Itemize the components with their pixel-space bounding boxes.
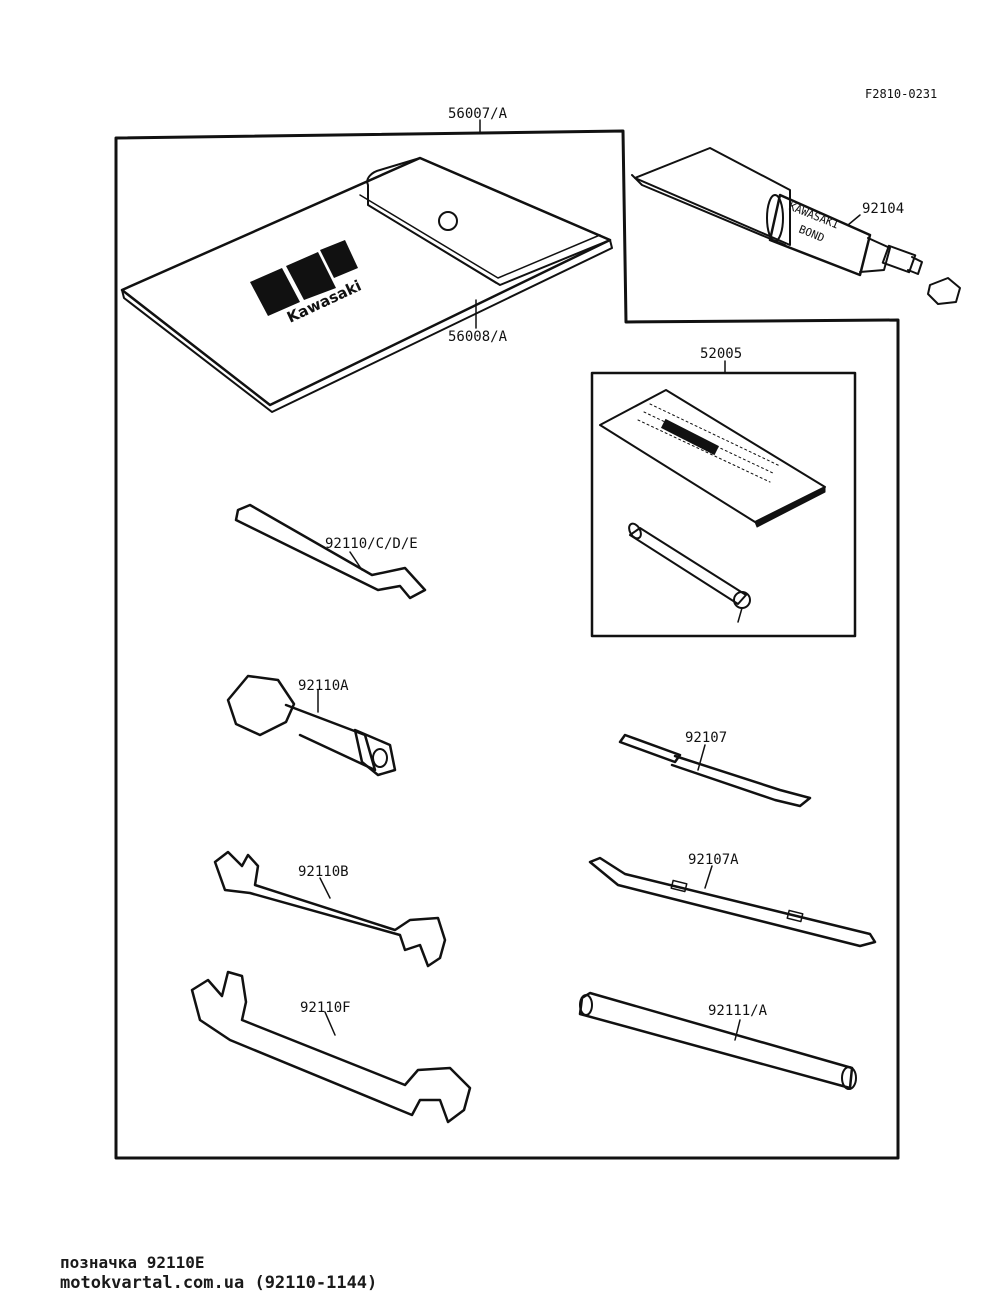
- manual-set-box: [590, 371, 857, 638]
- tool-cylinder-drawing: [628, 522, 751, 623]
- label-screwdriver-a: 92107A: [688, 852, 739, 868]
- bond-tube-text-2: BOND: [797, 223, 826, 245]
- label-manual-set: 52005: [700, 346, 742, 362]
- footer-caption: позначка 92110E: [60, 1253, 205, 1272]
- open-wrench-f-drawing: [190, 970, 472, 1124]
- label-wrench-b: 92110B: [298, 864, 349, 880]
- open-wrench-b-drawing: [213, 850, 447, 968]
- parts-diagram: F2810-0231 56007/A Kawasaki 56008/A: [114, 87, 961, 1160]
- kawasaki-logo: [250, 240, 358, 316]
- pin-spanner-drawing: [234, 503, 427, 600]
- label-bond: 92104: [862, 201, 904, 217]
- tool-kit-outline: [114, 129, 900, 1160]
- manual-booklet-drawing: [599, 389, 826, 528]
- bond-tube-drawing: KAWASAKI BOND: [631, 147, 961, 305]
- label-screwdriver: 92107: [685, 730, 727, 746]
- label-pouch: 56008/A: [448, 329, 508, 345]
- label-handle-bar: 92111/A: [708, 1003, 768, 1019]
- label-pin-spanner: 92110/C/D/E: [325, 536, 418, 552]
- label-plug-wrench: 92110A: [298, 678, 349, 694]
- handle-bar-drawing: [578, 991, 857, 1090]
- screwdriver-drawing: [618, 733, 812, 808]
- label-wrench-f: 92110F: [300, 1000, 351, 1016]
- footer-source: motokvartal.com.ua (92110-1144): [60, 1273, 378, 1293]
- pouch-drawing: Kawasaki: [120, 156, 613, 413]
- drawing-ref: F2810-0231: [865, 87, 937, 101]
- screwdriver-a-drawing: [588, 856, 877, 948]
- plug-wrench-drawing: [226, 674, 397, 777]
- label-tool-kit: 56007/A: [448, 106, 508, 122]
